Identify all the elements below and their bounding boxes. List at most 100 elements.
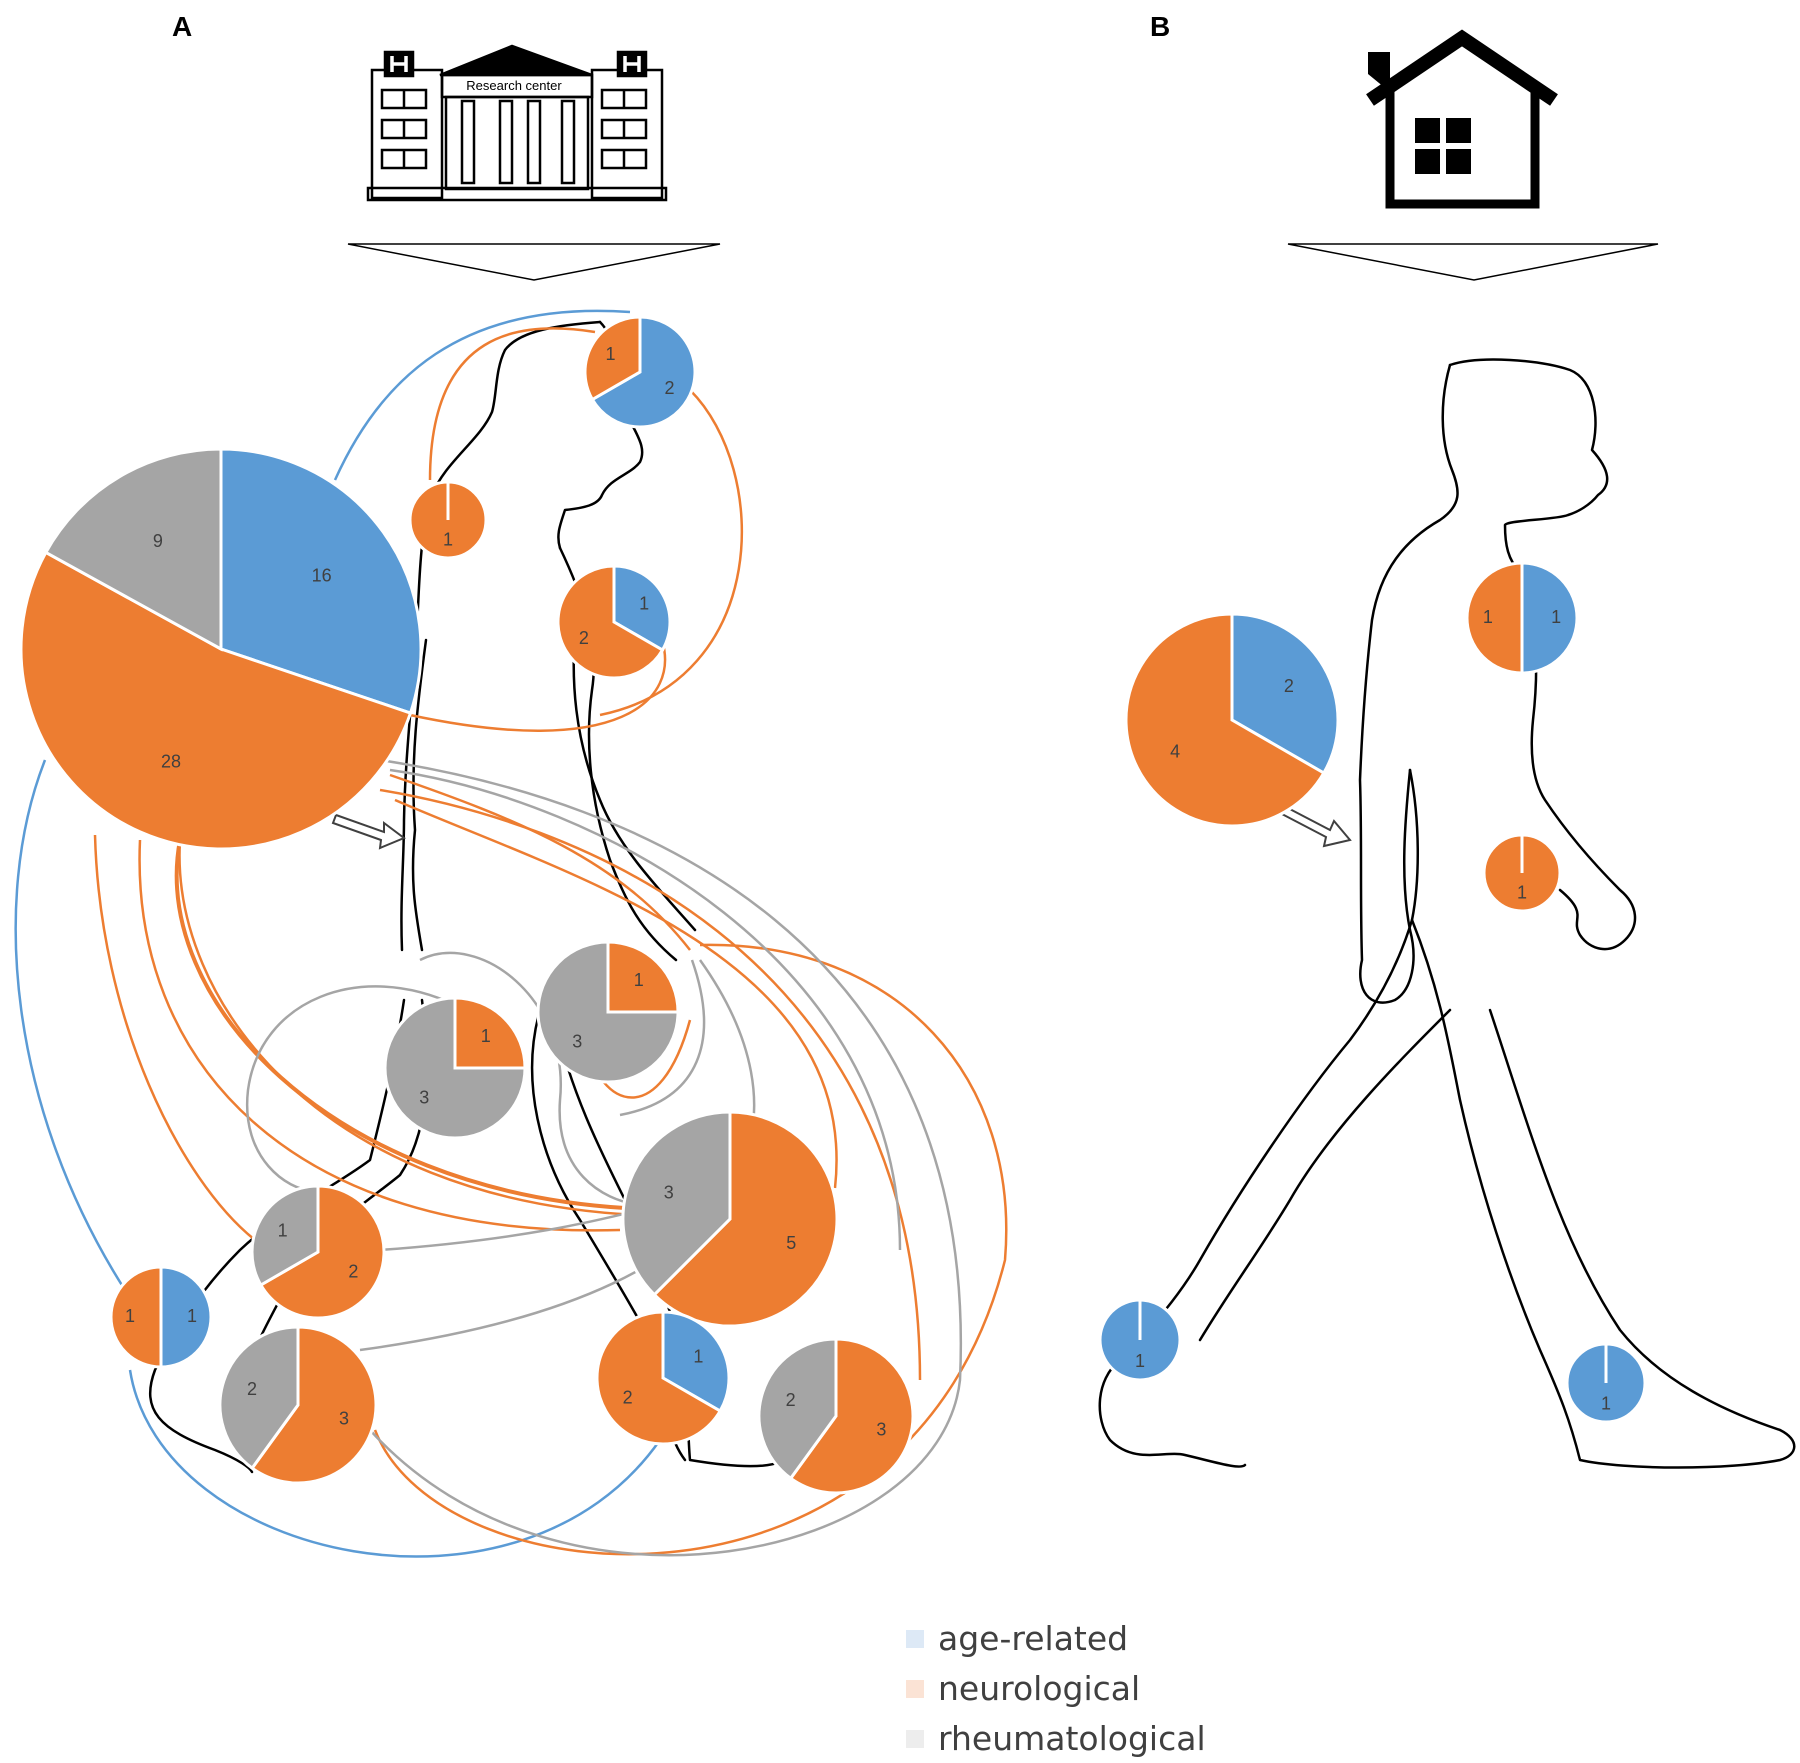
legend-item-neurological: neurological xyxy=(906,1669,1140,1708)
pie-slice-b-chest-age-related xyxy=(1520,561,1579,675)
pie-label-b-right-ankle-age-related: 1 xyxy=(1601,1393,1611,1413)
pie-slice-trunk-rheumatological xyxy=(43,447,223,652)
arc-neuro-head-chest xyxy=(599,389,744,717)
arc-neuro-trunk-knee-2 xyxy=(138,839,621,1232)
pie-slice-b-chest-neurological xyxy=(1465,561,1524,675)
pie-label-right-knee-rheumatological: 3 xyxy=(664,1182,674,1202)
pie-head: 21 xyxy=(583,315,697,429)
pie-label-right-shin-age-related: 1 xyxy=(693,1346,703,1366)
pie-right-knee: 53 xyxy=(621,1110,839,1328)
pie-label-right-foot-neurological: 3 xyxy=(876,1420,886,1440)
legend-item-age-related: age-related xyxy=(906,1619,1128,1658)
pie-right-shin: 12 xyxy=(595,1310,731,1446)
funnel-triangle-b xyxy=(1287,243,1659,281)
arc-neuro-chest-trunk xyxy=(409,639,667,732)
pie-slice-right-knee-rheumatological xyxy=(621,1110,732,1297)
arc-neuro-trunk-left-knee xyxy=(93,834,256,1241)
pie-label-head-neurological: 1 xyxy=(605,344,615,364)
pie-slice-right-knee-neurological xyxy=(652,1110,839,1328)
arc-neuro-trunk-wrist xyxy=(389,773,691,951)
pie-label-head-age-related: 2 xyxy=(664,378,674,398)
arc-neuro-head-neck xyxy=(428,327,596,481)
pie-label-chest-neurological: 2 xyxy=(579,628,589,648)
arc-rheum-trunk-foot xyxy=(369,758,963,1557)
pie-b-chest: 11 xyxy=(1465,561,1579,675)
pie-label-left-heel-neurological: 1 xyxy=(125,1306,135,1326)
pie-right-wrist: 13 xyxy=(536,940,680,1084)
arc-neuro-trunk-right-knee xyxy=(394,798,838,1189)
arc-rheum-trunk-knee xyxy=(389,768,902,1251)
hospital-research-center-icon xyxy=(366,44,668,202)
pie-left-thigh: 13 xyxy=(383,996,527,1140)
pie-label-left-ankle-neurological: 3 xyxy=(339,1409,349,1429)
pie-label-b-wrist-neurological: 1 xyxy=(1517,883,1527,903)
pie-slice-left-knee-neurological xyxy=(258,1184,386,1320)
legend-swatch-rheumatological xyxy=(906,1730,924,1748)
pie-label-neck-neurological: 1 xyxy=(443,530,453,550)
arc-neuro-trunk-heel-thick xyxy=(174,839,626,1210)
arc-neuro-ankle-foot xyxy=(373,943,1008,1556)
arc-rheum-wrist-right-knee xyxy=(619,959,706,1117)
arrow-a xyxy=(331,813,406,850)
legend-swatch-age-related xyxy=(906,1630,924,1648)
pie-label-right-shin-neurological: 2 xyxy=(623,1387,633,1407)
legend-label-age-related: age-related xyxy=(938,1619,1128,1658)
pie-trunk: 16 28 9 xyxy=(19,447,423,851)
pie-slice-b-trunk-age-related xyxy=(1230,612,1340,776)
pie-right-foot: 32 xyxy=(757,1337,915,1495)
pie-slice-head-age-related xyxy=(590,315,697,429)
pie-label-b-trunk-neurological: 4 xyxy=(1170,742,1180,762)
legend-swatch-neurological xyxy=(906,1680,924,1698)
pie-slice-right-wrist-rheumatological xyxy=(536,940,680,1084)
pie-label-trunk-age-related: 16 xyxy=(312,565,332,585)
legend-label-neurological: neurological xyxy=(938,1669,1140,1708)
pie-label-chest-age-related: 1 xyxy=(639,593,649,613)
pie-label-right-knee-neurological: 5 xyxy=(786,1233,796,1253)
pie-label-trunk-rheumatological: 9 xyxy=(153,531,163,551)
legend-label-rheumatological: rheumatological xyxy=(938,1719,1206,1758)
pie-label-left-ankle-rheumatological: 2 xyxy=(247,1379,257,1399)
pie-slice-right-shin-neurological xyxy=(595,1310,723,1446)
pie-label-b-chest-age-related: 1 xyxy=(1551,607,1561,627)
pie-slice-left-ankle-rheumatological xyxy=(218,1325,300,1471)
arc-age-trunk-heel xyxy=(14,759,127,1291)
legend: age-related neurological rheumatological xyxy=(906,1619,1206,1758)
pie-label-left-knee-neurological: 2 xyxy=(348,1261,358,1281)
body-outline-b xyxy=(1098,358,1796,1469)
pie-b-left-ankle: 1 xyxy=(1098,1298,1182,1382)
pie-label-left-knee-rheumatological: 1 xyxy=(278,1220,288,1240)
pie-slice-right-foot-rheumatological xyxy=(757,1337,838,1481)
pie-slice-right-foot-neurological xyxy=(788,1337,915,1495)
pie-slice-left-knee-rheumatological xyxy=(250,1184,320,1288)
pie-label-right-wrist-neurological: 1 xyxy=(634,970,644,990)
pie-slice-head-neurological xyxy=(583,315,642,402)
pie-b-trunk: 24 xyxy=(1124,612,1340,828)
pie-slice-trunk-age-related xyxy=(219,447,423,715)
funnel-triangle-a xyxy=(347,243,721,281)
pie-label-trunk-neurological: 28 xyxy=(161,751,181,771)
arc-rheum-thigh-knee xyxy=(419,951,641,1207)
house-icon xyxy=(1366,29,1558,209)
arrow-b xyxy=(1278,804,1352,848)
pie-slice-trunk-neurological xyxy=(19,550,413,851)
legend-item-rheumatological: rheumatological xyxy=(906,1719,1206,1758)
pie-label-b-chest-neurological: 1 xyxy=(1483,607,1493,627)
pie-slice-left-thigh-rheumatological xyxy=(383,996,527,1140)
pie-left-knee: 21 xyxy=(250,1184,386,1320)
pie-left-heel: 11 xyxy=(109,1265,213,1369)
pie-b-right-ankle: 1 xyxy=(1565,1342,1647,1424)
panel-a-letter: A xyxy=(172,11,192,42)
arc-age-heel-shin xyxy=(128,1369,662,1558)
pie-label-left-thigh-neurological: 1 xyxy=(481,1026,491,1046)
pie-slice-left-thigh-neurological xyxy=(453,996,527,1070)
arc-rheum-wrist-thigh xyxy=(245,985,456,1192)
panel-b-letter: B xyxy=(1150,11,1170,42)
arc-age-trunk-head xyxy=(333,309,631,481)
pie-slice-left-heel-neurological xyxy=(109,1265,163,1369)
pie-neck: 1 xyxy=(408,480,488,560)
building-sign-text: Research center xyxy=(466,78,562,93)
pie-b-wrist: 1 xyxy=(1482,833,1562,913)
pie-slice-left-ankle-neurological xyxy=(250,1325,378,1485)
